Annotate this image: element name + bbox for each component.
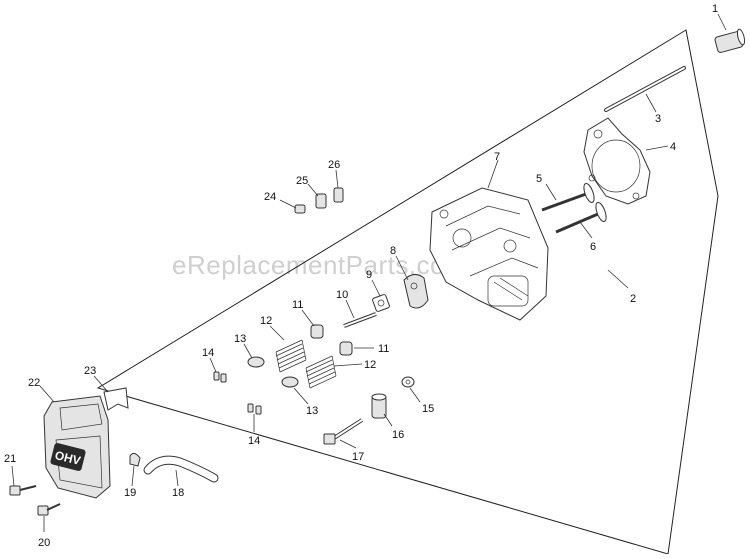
part-10-stud [343, 312, 377, 328]
part-25-fitting [315, 193, 327, 209]
part-24-plug [294, 204, 306, 214]
callout-17: 17 [352, 451, 364, 463]
callout-15: 15 [422, 403, 434, 415]
part-12-spring-upper [275, 339, 307, 373]
part-14-keepers-upper [213, 371, 227, 383]
part-20-screw [37, 503, 61, 516]
part-19-clamp [129, 452, 141, 467]
part-22-valve-cover: OHV [43, 395, 111, 499]
part-17-bolt [323, 418, 364, 445]
callout-8: 8 [390, 245, 396, 257]
part-9-pivot [372, 294, 390, 312]
callout-23: 23 [84, 365, 96, 377]
callout-22: 22 [28, 377, 40, 389]
part-23-bracket [103, 387, 129, 411]
callout-12-lower: 12 [364, 359, 376, 371]
callout-3: 3 [655, 113, 661, 125]
callout-26: 26 [328, 159, 340, 171]
callout-14-upper: 14 [202, 347, 214, 359]
callout-9: 9 [366, 269, 372, 281]
part-4-head-gasket [583, 117, 651, 205]
part-26-fitting [333, 187, 344, 203]
part-15-washer [401, 376, 415, 388]
part-8-rocker-arm [403, 274, 429, 309]
callout-12-upper: 12 [260, 315, 272, 327]
watermark-text: eReplacementParts.com [172, 250, 467, 280]
part-18-hose [143, 455, 219, 483]
callout-11-upper: 11 [292, 299, 303, 311]
callout-10: 10 [336, 289, 348, 301]
callout-1: 1 [712, 3, 718, 15]
callout-14-lower: 14 [248, 435, 260, 447]
ohv-badge [50, 443, 86, 471]
callout-13-upper: 13 [234, 333, 246, 345]
callout-2: 2 [630, 293, 636, 305]
callouts: 1 2 3 4 5 6 7 8 9 10 11 11 12 12 13 13 1… [4, 3, 718, 549]
part-13-washer-upper [247, 356, 265, 368]
callout-24: 24 [264, 191, 276, 203]
callout-18: 18 [172, 487, 184, 499]
part-6-valve [555, 202, 607, 234]
part-12-spring-lower [305, 355, 337, 389]
callout-6: 6 [590, 241, 596, 253]
ohv-badge-text: OHV [53, 448, 82, 468]
callout-20: 20 [38, 537, 50, 549]
part-13-washer-lower [281, 376, 299, 388]
part-3-push-rod [604, 66, 686, 112]
callout-16: 16 [392, 429, 404, 441]
callout-5: 5 [536, 173, 542, 185]
part-5-valve [541, 183, 595, 212]
part-16-spacer [371, 393, 387, 419]
part-11-retainer-upper [310, 324, 324, 339]
callout-21: 21 [4, 453, 16, 465]
part-21-screw [9, 485, 37, 496]
callout-7: 7 [494, 151, 500, 163]
part-1-sleeve [714, 28, 746, 53]
callout-13-lower: 13 [306, 405, 318, 417]
part-14-keepers-lower [247, 403, 262, 415]
part-7-cylinder-head [429, 187, 549, 321]
callout-4: 4 [670, 141, 676, 153]
callout-25: 25 [296, 175, 308, 187]
callout-19: 19 [124, 487, 136, 499]
part-11-retainer-lower [339, 341, 353, 356]
callout-11-lower: 11 [378, 343, 389, 355]
leader-lines [11, 13, 727, 532]
